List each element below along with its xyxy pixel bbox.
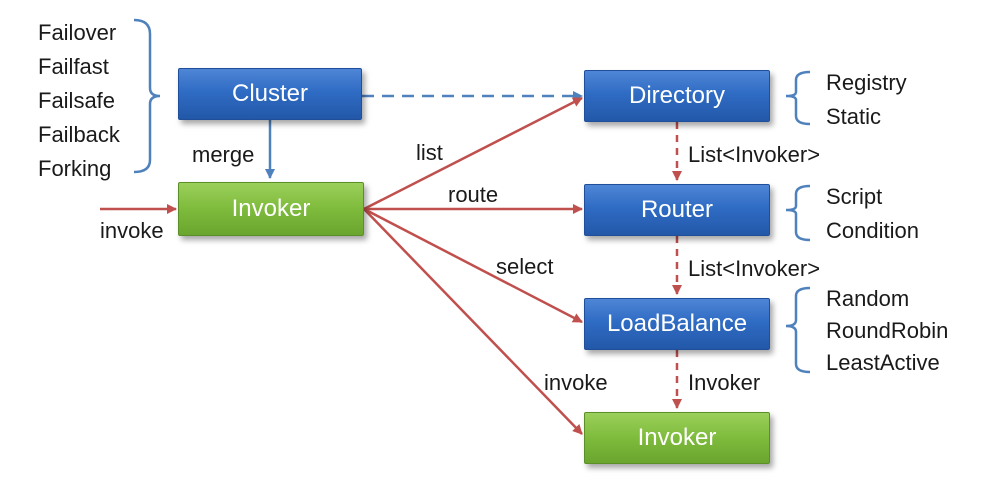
cluster-type-item: Failsafe bbox=[38, 88, 116, 113]
list-label: list bbox=[416, 140, 443, 165]
cluster-type-item: Forking bbox=[38, 156, 112, 181]
cluster-type-item: Failover bbox=[38, 20, 117, 45]
directory-to-router-label: List<Invoker> bbox=[688, 142, 821, 167]
select-arrow bbox=[363, 207, 583, 324]
directory-box: Directory bbox=[584, 70, 770, 122]
invoker-box-label: Invoker bbox=[231, 195, 311, 222]
router-box-label: Router bbox=[640, 196, 714, 223]
invoker-result-box-label: Invoker bbox=[637, 424, 717, 451]
directory-types-brace bbox=[785, 70, 811, 126]
invoke-out-arrow bbox=[363, 208, 583, 435]
directory-type-item: Static bbox=[826, 104, 882, 129]
directory-type-item: Registry bbox=[826, 70, 907, 95]
cluster-box-label: Cluster bbox=[231, 80, 309, 107]
cluster-box: Cluster bbox=[178, 68, 362, 120]
cluster-types-brace bbox=[133, 18, 161, 174]
invoker-result-box: Invoker bbox=[584, 412, 770, 464]
directory-box-label: Directory bbox=[628, 82, 725, 109]
loadbalance-to-invoker-label: Invoker bbox=[688, 370, 761, 395]
invoker-box: Invoker bbox=[178, 182, 364, 236]
router-box: Router bbox=[584, 184, 770, 236]
invoke-in-label: invoke bbox=[100, 218, 164, 243]
cluster-type-item: Failback bbox=[38, 122, 120, 147]
loadbalance-box: LoadBalance bbox=[584, 298, 770, 350]
loadbalance-type-item: Random bbox=[826, 286, 910, 311]
router-types-brace bbox=[785, 184, 811, 242]
router-type-item: Script bbox=[826, 184, 883, 209]
list-arrow bbox=[363, 96, 583, 211]
router-to-loadbalance-label: List<Invoker> bbox=[688, 256, 821, 281]
merge-label: merge bbox=[192, 142, 255, 167]
invoke-out-label: invoke bbox=[544, 370, 608, 395]
loadbalance-type-item: LeastActive bbox=[826, 350, 940, 375]
loadbalance-box-label: LoadBalance bbox=[606, 310, 748, 337]
select-label: select bbox=[496, 254, 554, 279]
cluster-type-item: Failfast bbox=[38, 54, 109, 79]
route-label: route bbox=[448, 182, 499, 207]
loadbalance-type-item: RoundRobin bbox=[826, 318, 949, 343]
router-type-item: Condition bbox=[826, 218, 919, 243]
loadbalance-types-brace bbox=[785, 286, 811, 374]
